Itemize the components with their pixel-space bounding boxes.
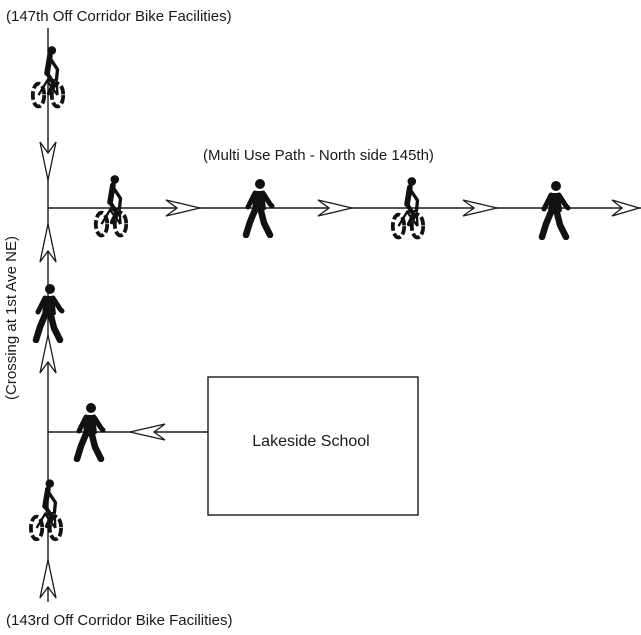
school-label: Lakeside School — [252, 433, 369, 450]
crossing-label: (Crossing at 1st Ave NE) — [3, 236, 20, 400]
bottom-facility-label: (143rd Off Corridor Bike Facilities) — [6, 612, 232, 629]
direction-arrow-icon — [39, 559, 57, 599]
direction-arrow-icon — [611, 199, 641, 217]
bicyclist-icon — [96, 175, 126, 235]
school-building-box — [207, 376, 419, 516]
direction-arrow-icon — [462, 199, 498, 217]
pedestrian-icon — [36, 284, 62, 340]
multi-use-path-label: (Multi Use Path - North side 145th) — [203, 147, 434, 164]
direction-arrow-icon — [39, 334, 57, 374]
direction-arrow-icon — [165, 199, 201, 217]
direction-arrow-icon — [39, 223, 57, 263]
direction-arrow-icon — [317, 199, 353, 217]
bicyclist-icon — [31, 479, 61, 539]
pedestrian-icon — [246, 179, 272, 235]
pedestrian-icon — [77, 403, 103, 459]
direction-arrow-icon — [39, 141, 57, 181]
direction-arrow-icon — [129, 423, 166, 441]
top-facility-label: (147th Off Corridor Bike Facilities) — [6, 8, 232, 25]
pedestrian-icon — [542, 181, 568, 237]
